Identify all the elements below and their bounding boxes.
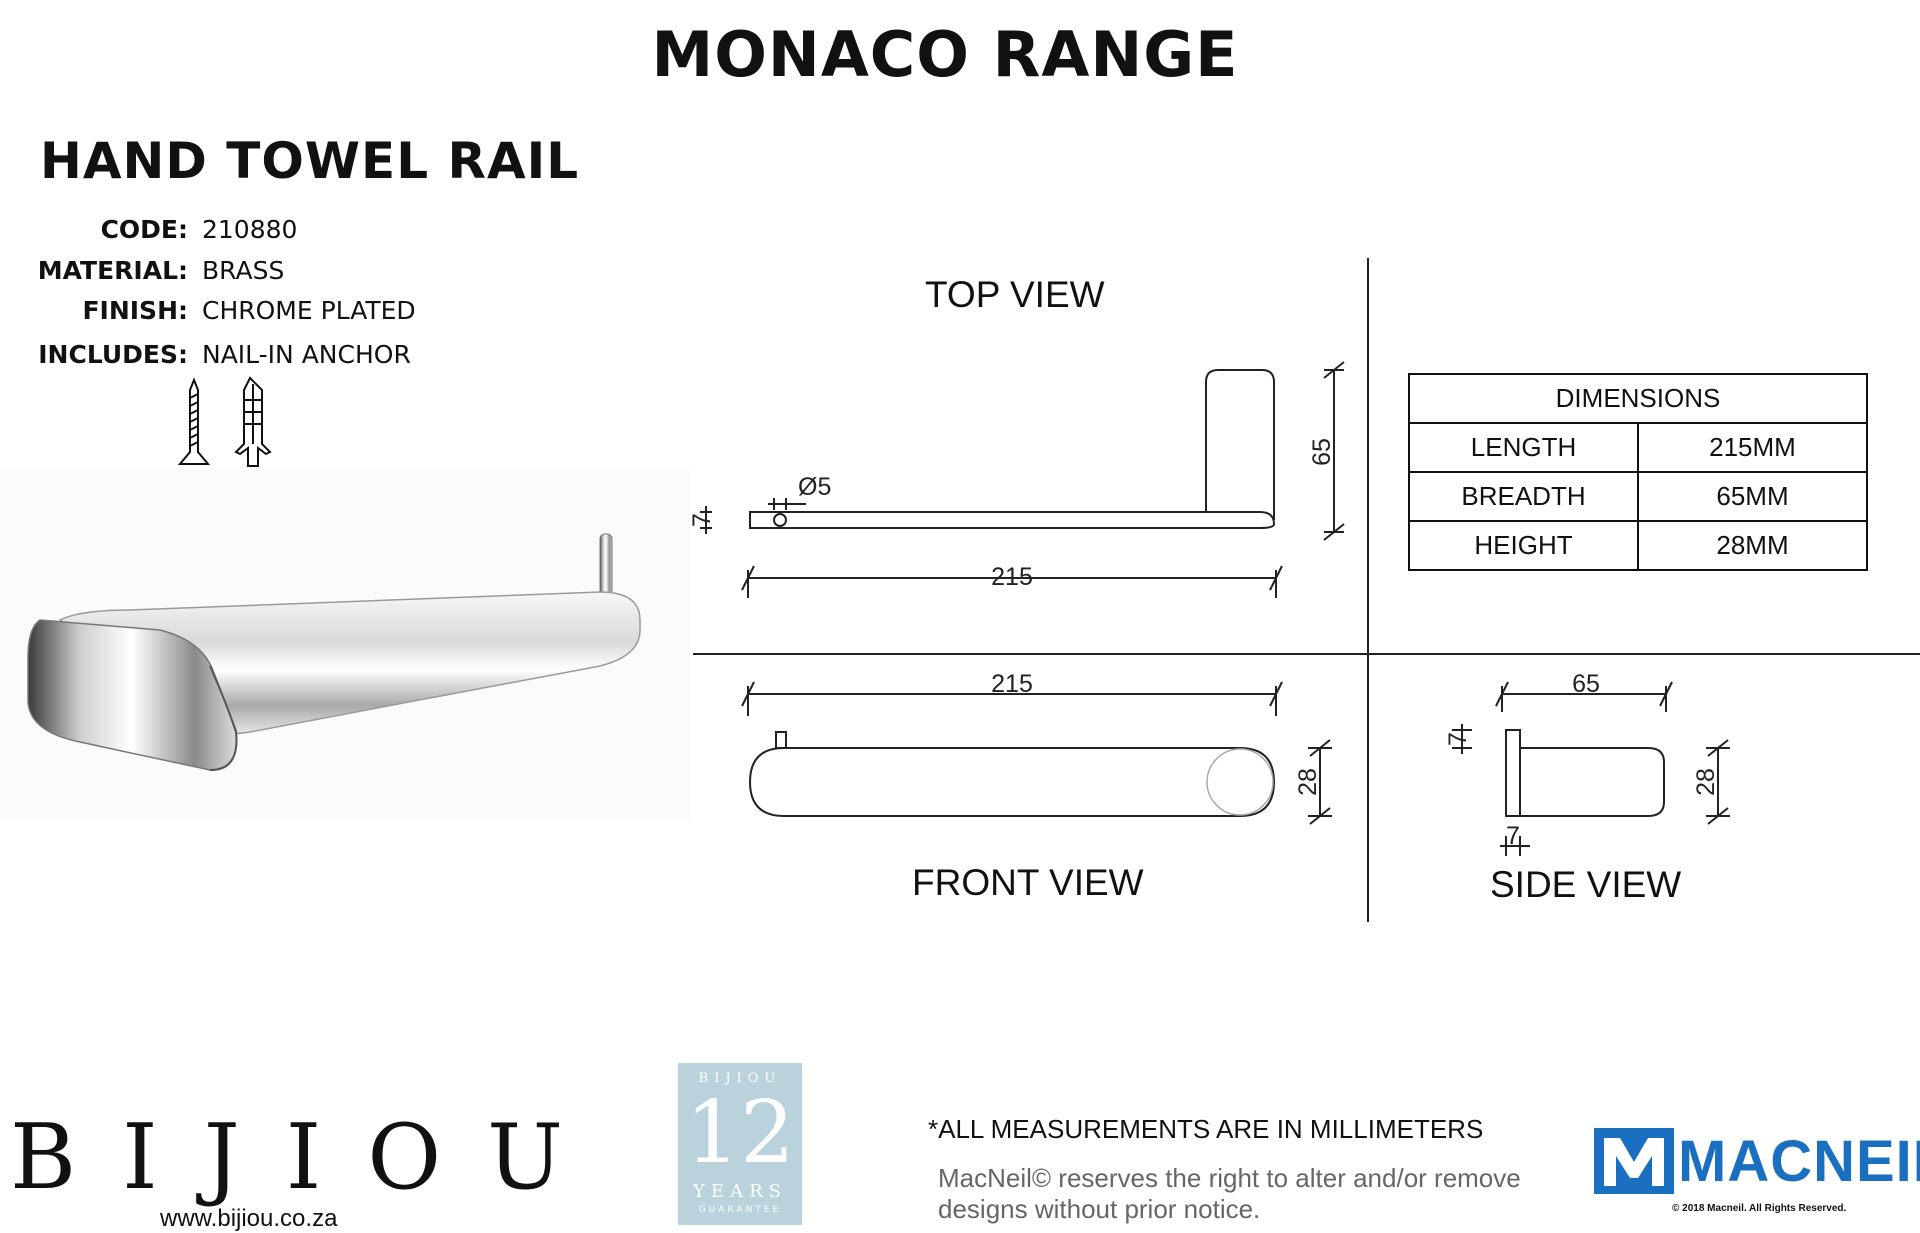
product-name: HAND TOWEL RAIL <box>40 132 580 190</box>
dim-label: HEIGHT <box>1408 520 1639 571</box>
spec-label: INCLUDES: <box>38 340 188 369</box>
spec-value: CHROME PLATED <box>202 296 416 325</box>
spec-label: FINISH: <box>82 296 188 325</box>
side-pin-width-label: 7 <box>1506 822 1520 850</box>
spec-finish: FINISH: CHROME PLATED <box>0 296 560 330</box>
spec-label: CODE: <box>100 215 188 244</box>
side-view-label: SIDE VIEW <box>1490 864 1682 905</box>
badge-brand: BIJIOU <box>698 1071 782 1086</box>
dim-value: 28MM <box>1637 520 1868 571</box>
screw-icon <box>177 377 211 465</box>
spec-value: 210880 <box>202 215 298 244</box>
measurement-note: *ALL MEASUREMENTS ARE IN MILLIMETERS <box>928 1114 1484 1144</box>
front-length-label: 215 <box>991 670 1033 698</box>
dim-label: BREADTH <box>1408 471 1639 522</box>
front-view-drawing <box>741 681 1332 825</box>
spec-value: NAIL-IN ANCHOR <box>202 340 411 369</box>
table-row: LENGTH 215MM <box>1408 422 1868 473</box>
top-view-drawing <box>700 361 1345 598</box>
side-depth-label: 65 <box>1572 670 1600 698</box>
side-view-drawing <box>1452 681 1730 856</box>
spec-code: CODE: 210880 <box>0 215 560 249</box>
top-thickness-label: 7 <box>688 513 716 527</box>
macneil-logo-icon <box>1594 1128 1674 1194</box>
bijiou-url[interactable]: www.bijiou.co.za <box>160 1205 338 1232</box>
dim-value: 65MM <box>1637 471 1868 522</box>
macneil-copyright: © 2018 Macneil. All Rights Reserved. <box>1672 1203 1847 1214</box>
bijiou-logo: BIJIOU <box>10 1105 609 1210</box>
dim-label: LENGTH <box>1408 422 1639 473</box>
macneil-logo: MACNEIL <box>1678 1129 1920 1194</box>
badge-years: YEARS <box>693 1181 787 1202</box>
side-pin-label: 7 <box>1444 732 1472 746</box>
top-view-label: TOP VIEW <box>925 274 1105 315</box>
top-hole-label: Ø5 <box>798 473 831 501</box>
top-length-label: 215 <box>991 563 1033 591</box>
top-depth-label: 65 <box>1308 438 1336 466</box>
front-height-label: 28 <box>1294 768 1322 796</box>
spec-value: BRASS <box>202 256 285 285</box>
anchor-icon <box>234 376 272 467</box>
dim-value: 215MM <box>1637 422 1868 473</box>
disclaimer: MacNeil© reserves the right to alter and… <box>938 1163 1521 1224</box>
page-title: MONACO RANGE <box>651 18 1239 91</box>
dimensions-table: DIMENSIONS LENGTH 215MM BREADTH 65MM HEI… <box>1408 373 1868 571</box>
screw-anchor-illustration <box>177 376 272 467</box>
table-row: BREADTH 65MM <box>1408 471 1868 522</box>
front-view-label: FRONT VIEW <box>912 862 1144 903</box>
guarantee-badge: BIJIOU 12 YEARS GUARANTEE <box>678 1063 802 1225</box>
badge-number: 12 <box>685 1083 795 1183</box>
dimensions-header: DIMENSIONS <box>1408 373 1868 424</box>
product-photo <box>0 470 690 820</box>
badge-guarantee: GUARANTEE <box>698 1205 782 1215</box>
spec-includes: INCLUDES: NAIL-IN ANCHOR <box>0 340 560 374</box>
table-row: HEIGHT 28MM <box>1408 520 1868 571</box>
side-height-label: 28 <box>1692 768 1720 796</box>
spec-label: MATERIAL: <box>37 256 188 285</box>
spec-material: MATERIAL: BRASS <box>0 256 560 290</box>
